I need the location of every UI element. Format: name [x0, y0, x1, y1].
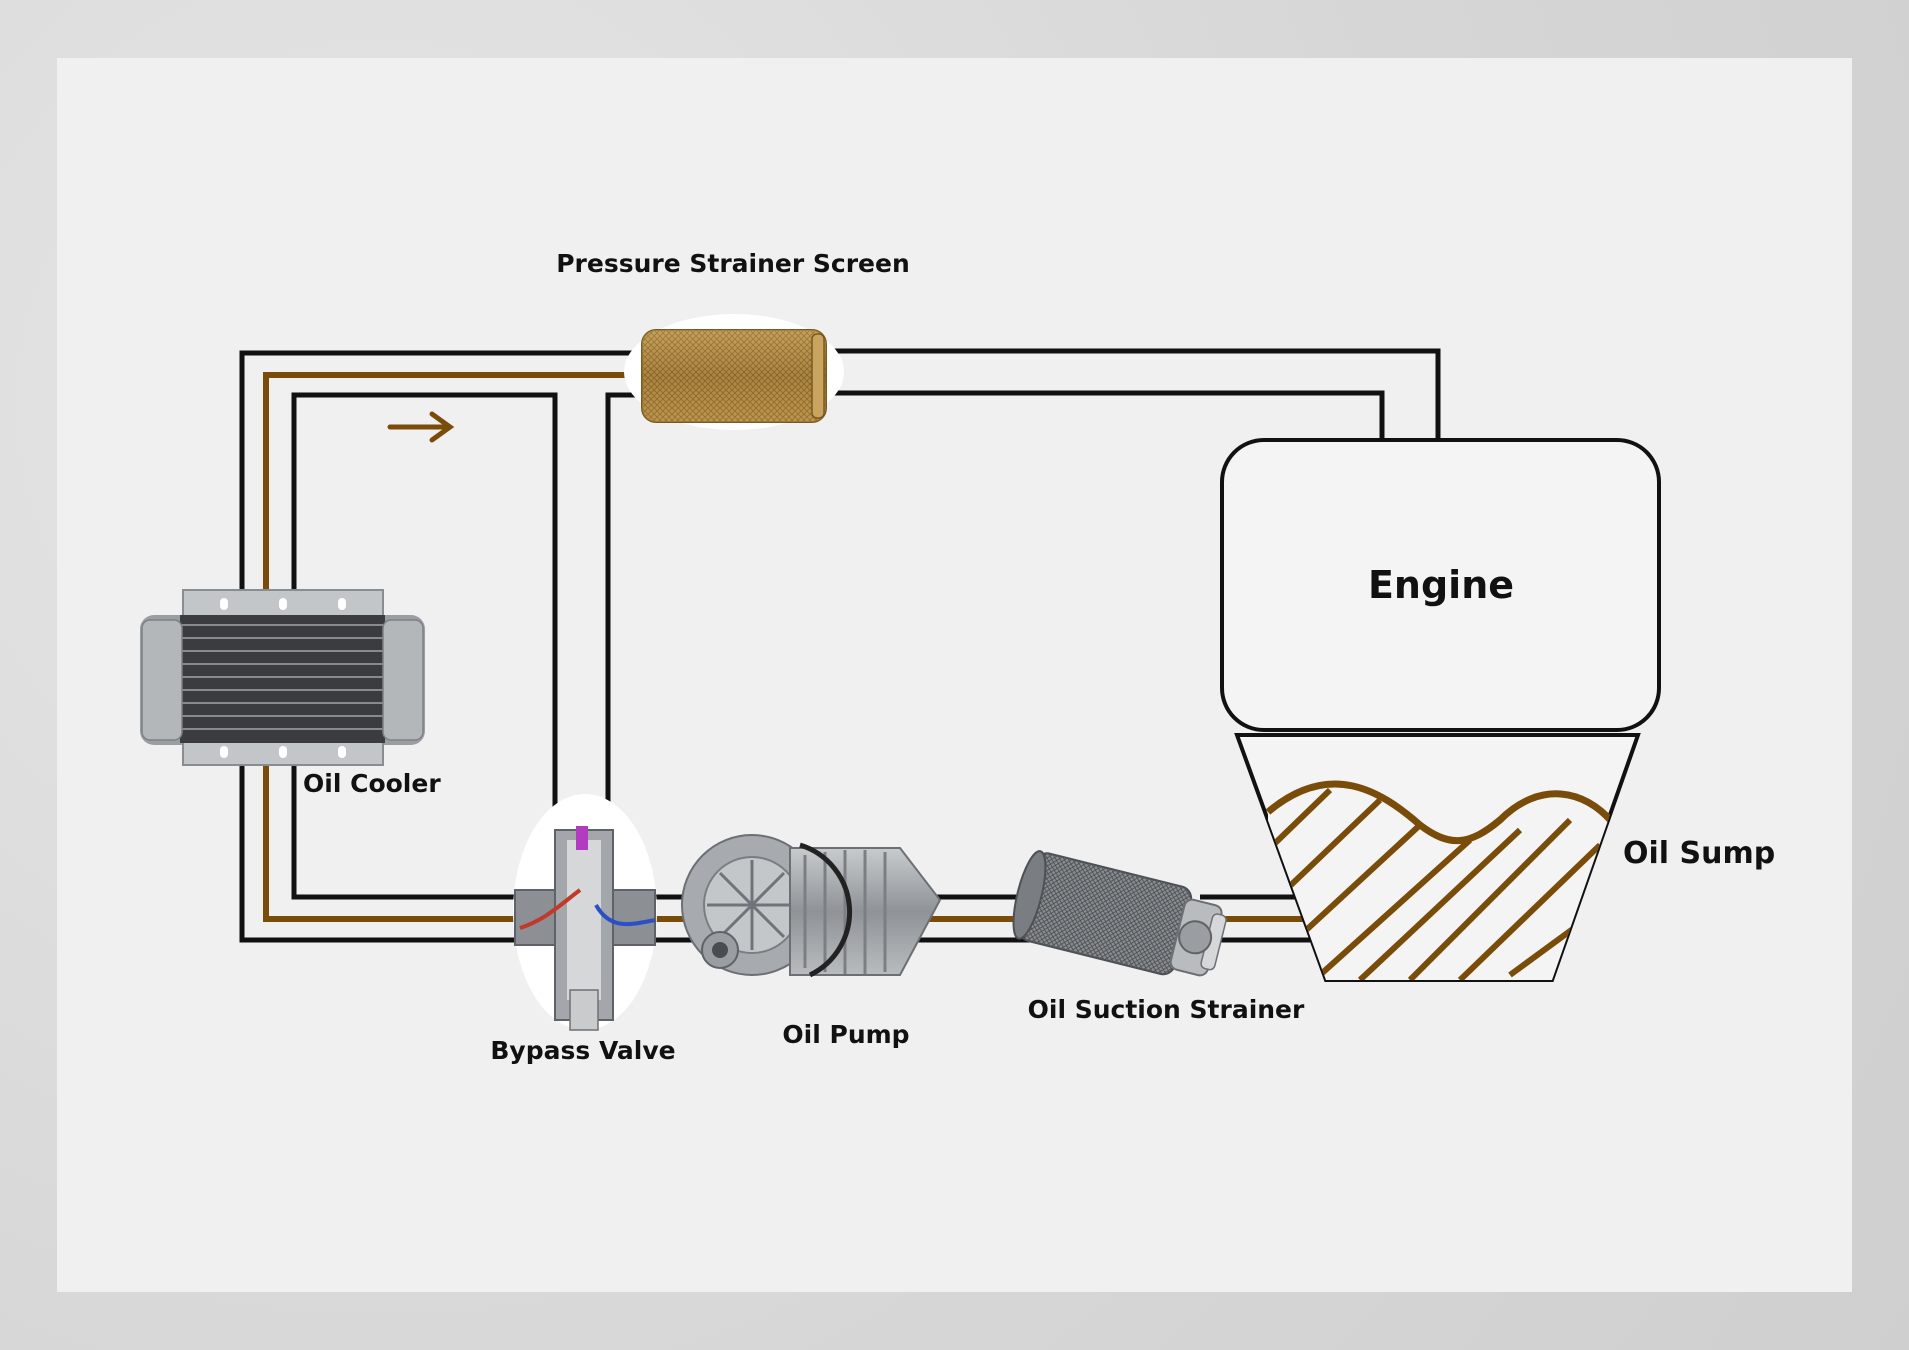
pipe-outer-bottom: [239, 760, 520, 943]
pipe-inner-right: [822, 390, 1385, 440]
label-engine: Engine: [1368, 563, 1514, 607]
bypass-valve-icon: [513, 794, 657, 1031]
strainer-screen-icon: [624, 314, 844, 430]
pipe-inner-top-right: [605, 392, 658, 840]
label-oil-sump: Oil Sump: [1623, 836, 1775, 871]
label-bypass-valve: Bypass Valve: [490, 1036, 675, 1065]
engine-block: [1220, 438, 1661, 732]
pipe-inner-bottom: [291, 760, 520, 900]
label-oil-pump: Oil Pump: [782, 1020, 909, 1049]
suction-strainer-icon: [1012, 850, 1227, 977]
arrow-right-icon: [387, 411, 455, 443]
label-oil-cooler: Oil Cooler: [303, 769, 441, 798]
pipe-outer-top-right: [826, 348, 1441, 440]
oil-pump-icon: [681, 834, 942, 978]
oil-sump: [1234, 733, 1641, 982]
label-oil-suction-strainer: Oil Suction Strainer: [1028, 995, 1305, 1024]
pipe-inner-top: [291, 392, 558, 840]
pipe-outer-top: [239, 350, 642, 600]
oil-cooler-icon: [140, 589, 425, 766]
label-pressure-strainer-screen: Pressure Strainer Screen: [556, 249, 910, 278]
